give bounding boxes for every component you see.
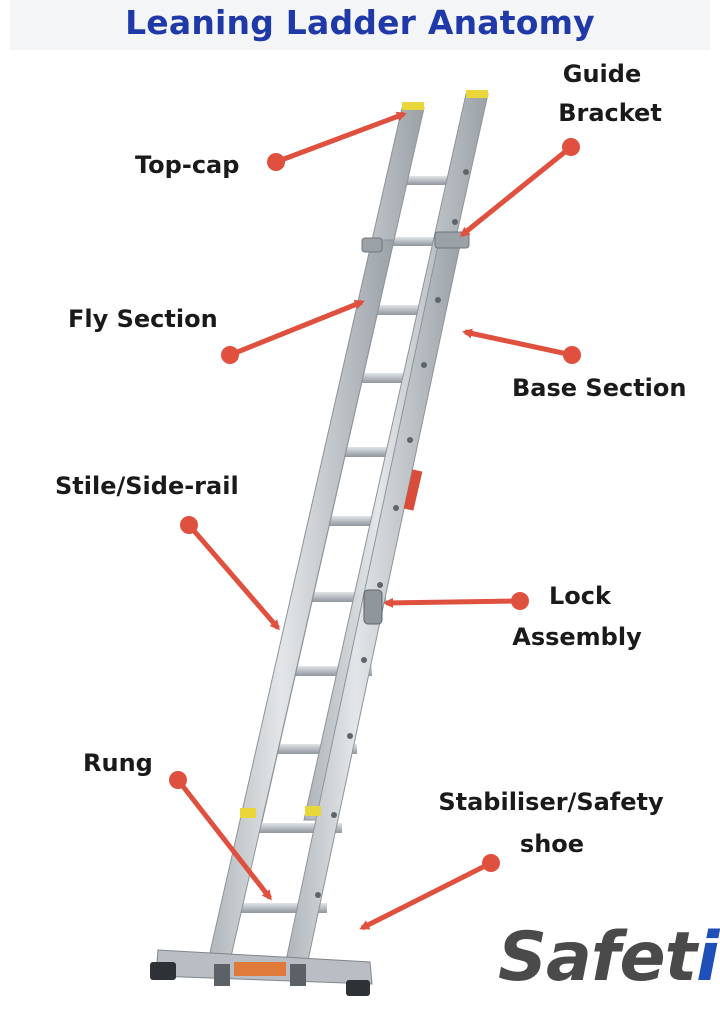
rung xyxy=(302,592,386,602)
stabiliser-bar xyxy=(150,949,373,996)
rung xyxy=(318,516,400,526)
rung xyxy=(256,823,342,833)
label-lock-line2: Assembly xyxy=(512,623,642,651)
label-stile: Stile/Side-rail xyxy=(55,472,239,500)
fly-bottom-cap xyxy=(240,808,256,818)
annotation-arrows xyxy=(169,111,581,931)
rail-holes xyxy=(315,169,469,898)
rung xyxy=(286,666,372,676)
top-cap-right xyxy=(466,90,488,98)
logo-accent-letter: i xyxy=(696,918,719,997)
warning-sticker xyxy=(403,469,423,511)
fly-bottom-cap xyxy=(305,806,321,816)
arrow-stile xyxy=(180,516,280,631)
label-base-section: Base Section xyxy=(512,374,687,402)
logo-text: Safet xyxy=(498,918,697,997)
ladder-rungs xyxy=(241,176,448,913)
lock-assembly xyxy=(363,589,383,625)
rung xyxy=(241,903,327,913)
arrow-top-cap xyxy=(267,111,407,171)
top-cap-left xyxy=(402,102,424,110)
label-shoe-line2: shoe xyxy=(519,830,585,858)
label-lock-line1: Lock xyxy=(549,582,611,610)
rung xyxy=(334,447,414,457)
label-top-cap: Top-cap xyxy=(135,151,240,179)
arrow-rung xyxy=(169,771,272,901)
rung xyxy=(362,305,434,315)
rung xyxy=(271,744,357,754)
label-shoe-line1: Stabiliser/Safety xyxy=(438,788,664,816)
label-rung: Rung xyxy=(83,749,153,777)
rung xyxy=(377,237,443,246)
label-guide-line2: Bracket xyxy=(558,99,662,127)
title-band xyxy=(10,0,710,50)
rung xyxy=(348,373,426,383)
guide-bracket-left xyxy=(361,237,383,253)
label-fly-section: Fly Section xyxy=(68,305,218,333)
arrow-lock-assembly xyxy=(383,592,529,610)
safeti-logo: Safeti xyxy=(498,918,719,998)
diagram-title: Leaning Ladder Anatomy xyxy=(125,3,595,42)
label-guide-line1: Guide xyxy=(562,60,642,88)
arrow-base-section xyxy=(462,328,581,364)
rung xyxy=(392,176,448,185)
arrow-fly-section xyxy=(221,299,365,364)
arrow-guide-bracket xyxy=(459,138,580,237)
arrow-stabiliser xyxy=(359,854,500,931)
